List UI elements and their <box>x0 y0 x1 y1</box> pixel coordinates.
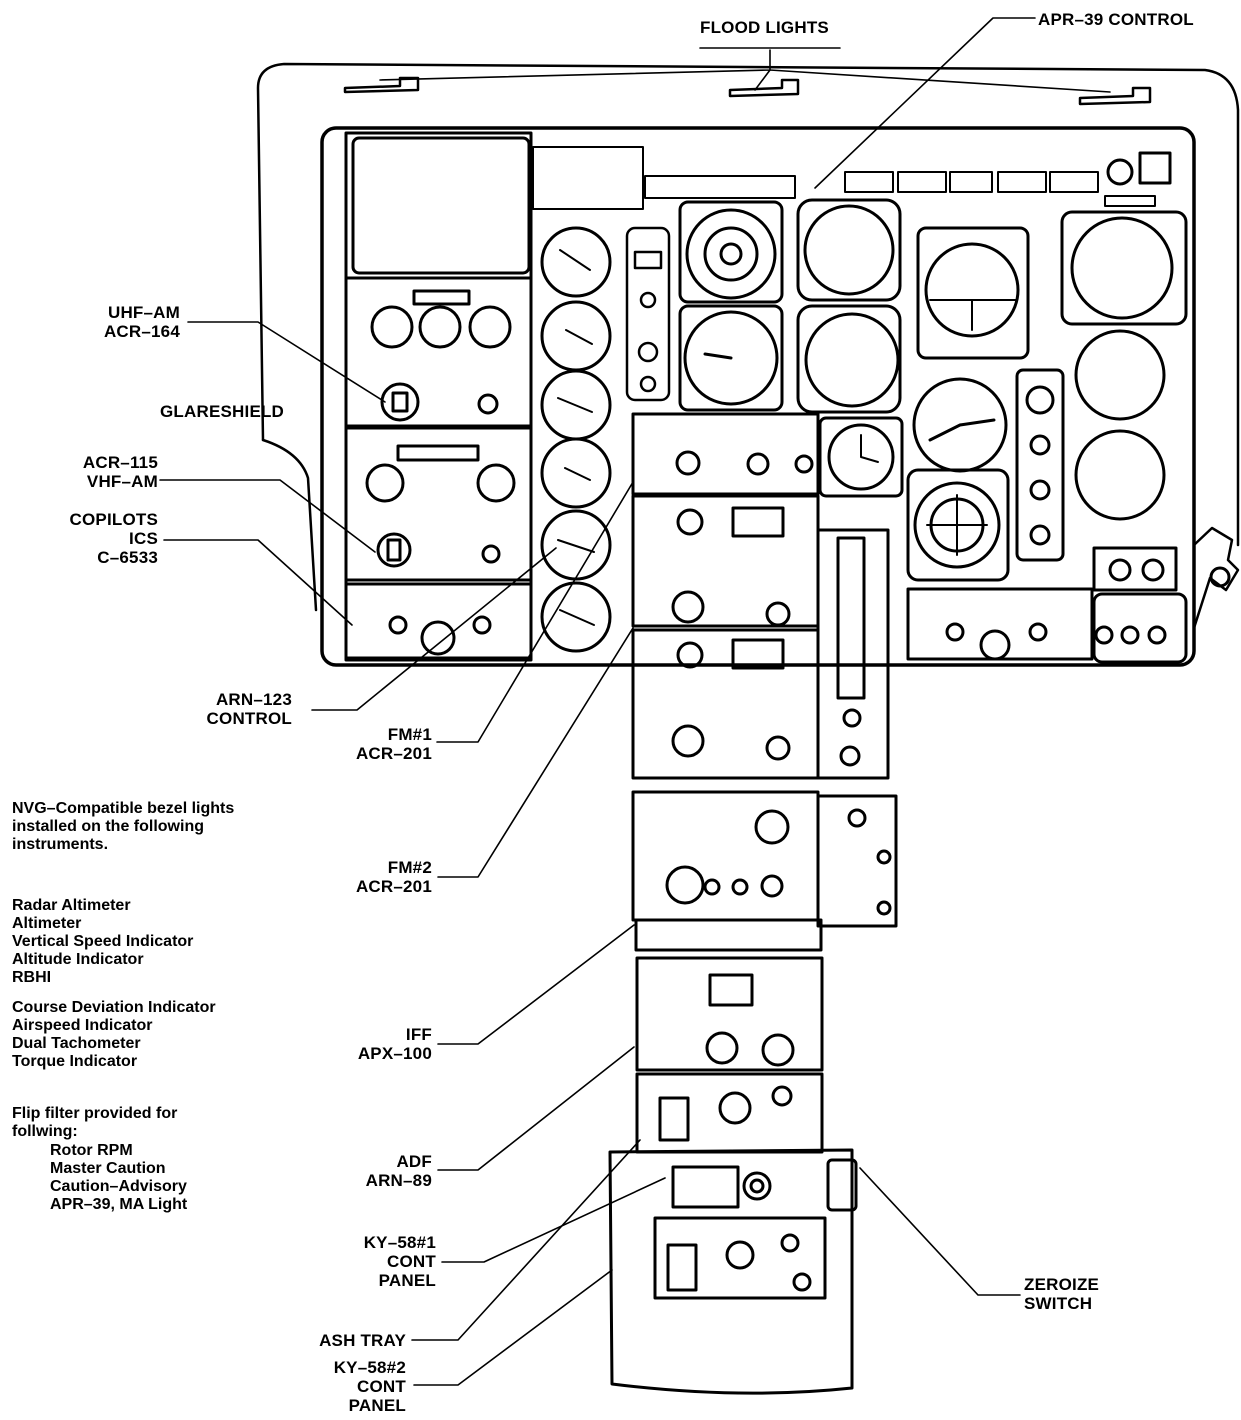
lighting-strip <box>816 528 890 780</box>
callout-adf: ADF ARN–89 <box>300 1152 432 1190</box>
caution-light-strip <box>625 226 671 402</box>
callout-flood-lights: FLOOD LIGHTS <box>700 18 829 37</box>
glareshield-lip <box>261 438 318 612</box>
callout-arn123: ARN–123 CONTROL <box>160 690 292 728</box>
callout-zeroize-line2: SWITCH <box>1024 1294 1093 1313</box>
nvg-item: RBHI <box>12 969 52 986</box>
nvg-item: Radar Altimeter <box>12 897 131 914</box>
uhf-radio <box>344 276 533 428</box>
fm2-radio <box>631 628 820 780</box>
callout-zeroize-line1: ZEROIZE <box>1024 1275 1100 1294</box>
callout-fm2-line1: FM#2 <box>387 858 432 877</box>
callout-iff-line1: IFF <box>405 1025 432 1044</box>
callout-arn123-line1: ARN–123 <box>215 690 292 709</box>
nvg-item: Altitude Indicator <box>12 951 144 968</box>
ky58-2-panel <box>653 1216 827 1300</box>
gauge-column <box>540 226 612 653</box>
nvg-item: Vertical Speed Indicator <box>12 933 194 950</box>
callout-zeroize-switch: ZEROIZE SWITCH <box>1024 1275 1099 1313</box>
callout-fm1: FM#1 ACR–201 <box>300 725 432 763</box>
callout-fm2: FM#2 ACR–201 <box>300 858 432 896</box>
ics-panel <box>344 582 533 660</box>
nvg-intro-line3: instruments. <box>12 836 109 853</box>
center-instruments <box>678 198 1188 582</box>
nvg-item: Dual Tachometer <box>12 1035 141 1052</box>
flood-light-right <box>1078 86 1152 106</box>
callout-fm2-line2: ACR–201 <box>355 877 432 896</box>
nvg-list-a: Radar Altimeter Altimeter Vertical Speed… <box>12 897 193 987</box>
callout-uhf-am-line1: UHF–AM <box>107 303 180 322</box>
flip-item: Master Caution <box>50 1160 166 1177</box>
center-console <box>631 412 898 1154</box>
callout-arn123-line2: CONTROL <box>206 709 292 728</box>
nvg-intro-line2: installed on the following <box>12 818 204 835</box>
flip-filter-note: Flip filter provided for follwing: <box>12 1105 177 1141</box>
callout-ky58-1-line2: CONT <box>387 1252 436 1271</box>
callout-uhf-am-line2: ACR–164 <box>103 322 180 341</box>
callout-adf-line2: ARN–89 <box>365 1171 432 1190</box>
nvg-note: NVG–Compatible bezel lights installed on… <box>12 800 234 854</box>
callout-fm1-line2: ACR–201 <box>355 744 432 763</box>
callout-iff: IFF APX–100 <box>300 1025 432 1063</box>
nvg-item: Course Deviation Indicator <box>12 999 216 1016</box>
adf-panel <box>635 956 824 1072</box>
callout-adf-line1: ADF <box>396 1152 432 1171</box>
flip-item: Rotor RPM <box>50 1142 133 1159</box>
arn123-control <box>631 412 820 496</box>
callout-ics-line1: COPILOTS <box>69 510 158 529</box>
iff-panel <box>631 790 820 922</box>
flood-light-left <box>343 76 420 94</box>
nvg-item: Torque Indicator <box>12 1053 138 1070</box>
callout-ics-line3: C–6533 <box>97 548 158 567</box>
callout-ky58-2-line1: KY–58#2 <box>333 1358 406 1377</box>
callout-ky58-2-line3: PANEL <box>348 1396 406 1415</box>
callout-ky58-2-line2: CONT <box>357 1377 406 1396</box>
copilot-radio-stack <box>344 131 533 662</box>
callout-acr115-line1: ACR–115 <box>82 453 158 472</box>
glareshield-outline <box>256 62 1240 547</box>
callout-apr39-control: APR–39 CONTROL <box>1038 10 1194 29</box>
callout-fm1-line1: FM#1 <box>387 725 432 744</box>
callout-ky58-1-line1: KY–58#1 <box>363 1233 436 1252</box>
top-info-strips <box>532 146 1172 210</box>
nvg-list-b: Course Deviation Indicator Airspeed Indi… <box>12 999 216 1071</box>
flip-item: APR–39, MA Light <box>50 1196 188 1213</box>
fm1-radio <box>631 494 820 628</box>
callout-ky58-1-line3: PANEL <box>378 1271 436 1290</box>
leader-lines <box>159 17 1111 1386</box>
flip-filter-list: Rotor RPM Master Caution Caution–Advisor… <box>50 1142 187 1214</box>
callout-ky58-1: KY–58#1 CONT PANEL <box>300 1233 436 1290</box>
flip-item: Caution–Advisory <box>50 1178 187 1195</box>
callout-uhf-am: UHF–AM ACR–164 <box>60 303 180 341</box>
flip-intro-line1: Flip filter provided for <box>12 1105 178 1122</box>
callout-glareshield: GLARESHIELD <box>160 402 285 421</box>
upper-blank-panel <box>351 136 531 275</box>
vhf-radio <box>344 426 533 582</box>
flip-intro-line2: follwing: <box>12 1123 78 1140</box>
lower-console-plate <box>608 1148 858 1395</box>
nvg-intro-line1: NVG–Compatible bezel lights <box>12 800 235 817</box>
flood-light-center <box>728 78 800 98</box>
callout-iff-line2: APX–100 <box>357 1044 432 1063</box>
nvg-item: Altimeter <box>12 915 82 932</box>
callout-ics-line2: ICS <box>129 529 158 548</box>
main-instrument-panel <box>320 126 1196 667</box>
right-lower-panels <box>906 526 1240 664</box>
callout-ash-tray: ASH TRAY <box>319 1331 406 1350</box>
nvg-item: Airspeed Indicator <box>12 1017 153 1034</box>
callout-ky58-2: KY–58#2 CONT PANEL <box>260 1358 406 1415</box>
callout-copilots-ics: COPILOTS ICS C–6533 <box>30 510 158 567</box>
callout-acr115-line2: VHF–AM <box>86 472 158 491</box>
callout-acr115: ACR–115 VHF–AM <box>30 453 158 491</box>
